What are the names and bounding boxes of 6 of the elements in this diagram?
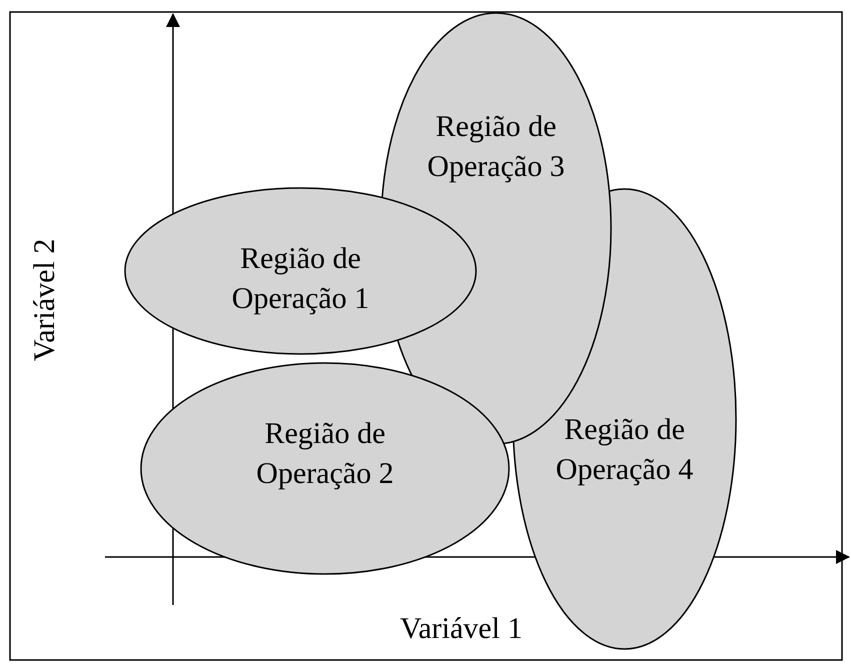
region-label: Região de Operação 3: [426, 109, 566, 185]
region-label: Região de Operação 1: [230, 241, 370, 317]
region-label: Região de Operação 4: [554, 412, 694, 488]
y-axis-label: Variável 2: [28, 238, 62, 362]
x-axis-label: Variável 1: [400, 612, 522, 646]
region-label: Região de Operação 2: [255, 416, 395, 492]
